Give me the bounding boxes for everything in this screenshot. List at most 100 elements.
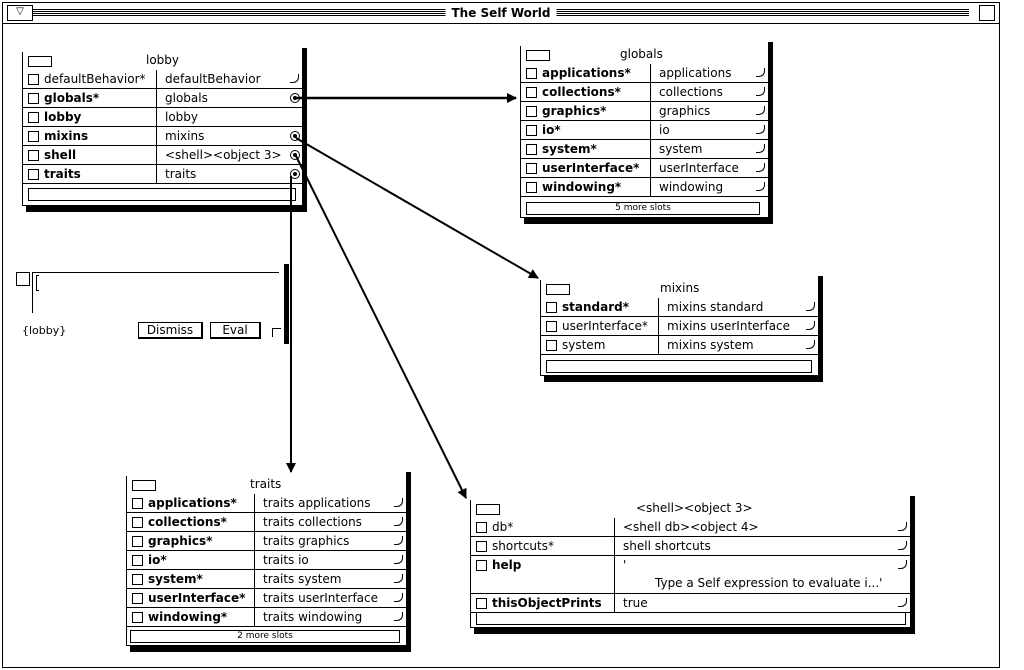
slot-checkbox[interactable] xyxy=(132,555,143,566)
expand-curl-icon[interactable] xyxy=(394,555,403,564)
globals-slot-value[interactable]: collections xyxy=(651,83,768,102)
slot-checkbox[interactable] xyxy=(28,93,39,104)
mixins-slot-row[interactable]: standard*mixins standard xyxy=(540,298,818,317)
expand-curl-icon[interactable] xyxy=(898,541,907,550)
mixins-slot-name[interactable]: system xyxy=(540,336,659,355)
slot-checkbox[interactable] xyxy=(526,144,537,155)
globals-slot-row[interactable]: userInterface*userInterface xyxy=(520,159,768,178)
globals-slot-value[interactable]: windowing xyxy=(651,178,768,197)
expand-curl-icon[interactable] xyxy=(756,144,765,153)
traits-slot-row[interactable]: graphics*traits graphics xyxy=(126,532,406,551)
lobby-slot-name[interactable]: mixins xyxy=(22,127,157,146)
slot-checkbox[interactable] xyxy=(476,522,487,533)
mixins-slot-row[interactable]: userInterface*mixins userInterface xyxy=(540,317,818,336)
expand-curl-icon[interactable] xyxy=(756,182,765,191)
expand-curl-icon[interactable] xyxy=(898,598,907,607)
lobby-slot-value[interactable]: <shell><object 3> xyxy=(157,146,302,165)
shell-slot-row[interactable]: help'Type a Self expression to evaluate … xyxy=(470,556,910,594)
globals-slot-row[interactable]: applications*applications xyxy=(520,64,768,83)
mixins-more-bar[interactable] xyxy=(546,360,812,373)
traits-slot-value[interactable]: traits graphics xyxy=(255,532,406,551)
slot-checkbox[interactable] xyxy=(526,182,537,193)
expand-curl-icon[interactable] xyxy=(756,87,765,96)
shell-outliner[interactable]: <shell><object 3> db*<shell db><object 4… xyxy=(470,496,915,634)
shell-slot-row[interactable]: shortcuts*shell shortcuts xyxy=(470,537,910,556)
lobby-slot-value[interactable]: globals xyxy=(157,89,302,108)
slot-checkbox[interactable] xyxy=(546,302,557,313)
lobby-slot-value[interactable]: traits xyxy=(157,165,302,184)
traits-slot-row[interactable]: userInterface*traits userInterface xyxy=(126,589,406,608)
traits-slot-row[interactable]: io*traits io xyxy=(126,551,406,570)
evaluator-panel[interactable]: {lobby} Dismiss Eval xyxy=(14,264,289,344)
slot-checkbox[interactable] xyxy=(132,536,143,547)
shell-slot-value[interactable]: 'Type a Self expression to evaluate i...… xyxy=(615,556,910,594)
globals-slot-name[interactable]: graphics* xyxy=(520,102,651,121)
slot-checkbox[interactable] xyxy=(526,163,537,174)
slot-checkbox[interactable] xyxy=(526,125,537,136)
slot-checkbox[interactable] xyxy=(132,498,143,509)
traits-slot-name[interactable]: applications* xyxy=(126,494,255,513)
traits-slot-value[interactable]: traits userInterface xyxy=(255,589,406,608)
lobby-more-bar[interactable] xyxy=(28,188,296,201)
globals-slot-name[interactable]: userInterface* xyxy=(520,159,651,178)
traits-slot-name[interactable]: userInterface* xyxy=(126,589,255,608)
expand-curl-icon[interactable] xyxy=(394,536,403,545)
globals-slot-row[interactable]: graphics*graphics xyxy=(520,102,768,121)
slot-checkbox[interactable] xyxy=(526,68,537,79)
expand-curl-icon[interactable] xyxy=(756,106,765,115)
globals-slot-row[interactable]: io*io xyxy=(520,121,768,140)
mixins-slot-name[interactable]: userInterface* xyxy=(540,317,659,336)
window-menu-button[interactable]: ▽ xyxy=(7,5,33,21)
expand-curl-icon[interactable] xyxy=(756,163,765,172)
lobby-slot-value[interactable]: lobby xyxy=(157,108,302,127)
globals-slot-value[interactable]: io xyxy=(651,121,768,140)
slot-checkbox[interactable] xyxy=(476,560,487,571)
globals-slot-name[interactable]: applications* xyxy=(520,64,651,83)
globals-slot-value[interactable]: userInterface xyxy=(651,159,768,178)
globals-more-slots[interactable]: 5 more slots xyxy=(526,202,760,215)
shell-slot-row[interactable]: db*<shell db><object 4> xyxy=(470,518,910,537)
shell-slot-name[interactable]: shortcuts* xyxy=(470,537,615,556)
expand-curl-icon[interactable] xyxy=(898,522,907,531)
traits-slot-row[interactable]: collections*traits collections xyxy=(126,513,406,532)
lobby-slot-name[interactable]: lobby xyxy=(22,108,157,127)
slot-checkbox[interactable] xyxy=(476,541,487,552)
expand-curl-icon[interactable] xyxy=(394,498,403,507)
traits-slot-row[interactable]: applications*traits applications xyxy=(126,494,406,513)
globals-slot-value[interactable]: system xyxy=(651,140,768,159)
expand-curl-icon[interactable] xyxy=(806,302,815,311)
eval-button[interactable]: Eval xyxy=(210,322,261,339)
lobby-slot-row[interactable]: defaultBehavior*defaultBehavior xyxy=(22,70,302,89)
mixins-slot-value[interactable]: mixins userInterface xyxy=(659,317,818,336)
mixins-slot-value[interactable]: mixins system xyxy=(659,336,818,355)
slot-checkbox[interactable] xyxy=(546,340,557,351)
reference-dot-icon[interactable] xyxy=(290,131,300,141)
traits-more-slots[interactable]: 2 more slots xyxy=(130,630,400,643)
traits-slot-name[interactable]: graphics* xyxy=(126,532,255,551)
slot-checkbox[interactable] xyxy=(28,112,39,123)
slot-checkbox[interactable] xyxy=(546,321,557,332)
globals-slot-row[interactable]: windowing*windowing xyxy=(520,178,768,197)
globals-slot-row[interactable]: system*system xyxy=(520,140,768,159)
traits-slot-value[interactable]: traits collections xyxy=(255,513,406,532)
lobby-slot-row[interactable]: shell<shell><object 3> xyxy=(22,146,302,165)
lobby-slot-row[interactable]: globals*globals xyxy=(22,89,302,108)
globals-slot-name[interactable]: io* xyxy=(520,121,651,140)
traits-slot-name[interactable]: windowing* xyxy=(126,608,255,627)
expand-curl-icon[interactable] xyxy=(290,74,299,83)
traits-slot-name[interactable]: collections* xyxy=(126,513,255,532)
shell-slot-value[interactable]: <shell db><object 4> xyxy=(615,518,910,537)
shell-handle[interactable] xyxy=(476,504,500,515)
mixins-slot-value[interactable]: mixins standard xyxy=(659,298,818,317)
mixins-slot-name[interactable]: standard* xyxy=(540,298,659,317)
title-bar[interactable]: ▽ The Self World xyxy=(3,3,999,24)
globals-slot-name[interactable]: collections* xyxy=(520,83,651,102)
slot-checkbox[interactable] xyxy=(28,74,39,85)
slot-checkbox[interactable] xyxy=(28,169,39,180)
